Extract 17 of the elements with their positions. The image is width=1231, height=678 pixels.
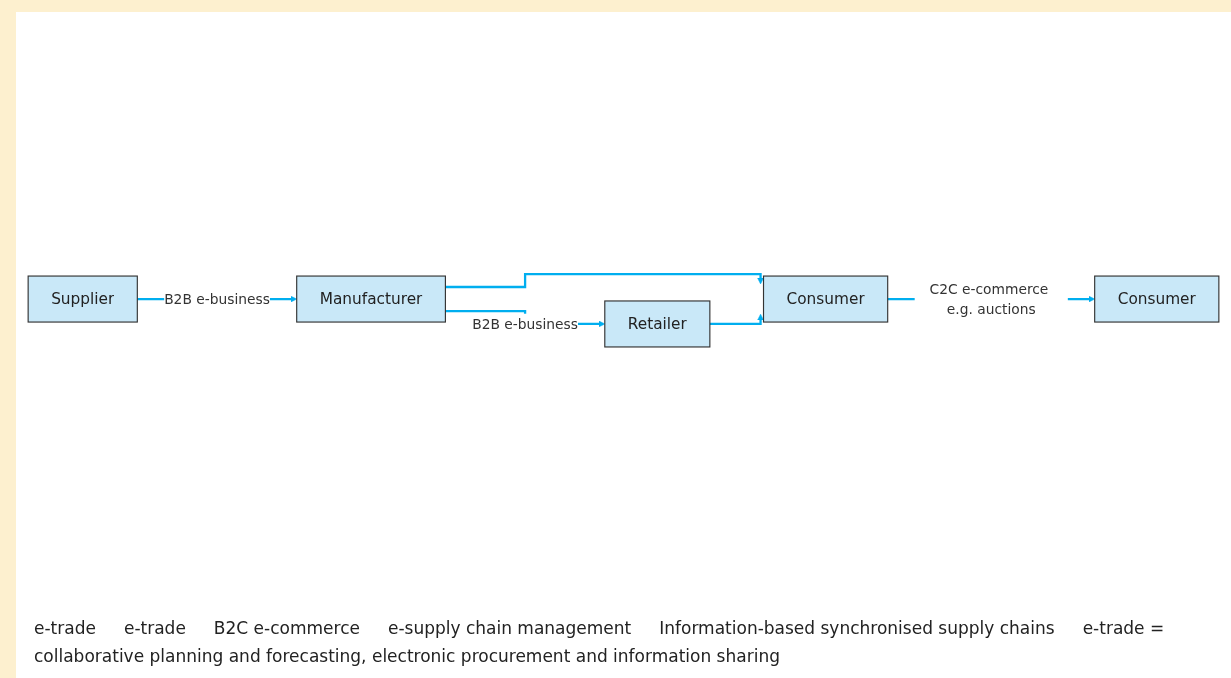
note-text: e-trade xyxy=(123,618,186,638)
arrow xyxy=(709,314,764,326)
node-box: Supplier xyxy=(27,275,138,324)
arrow xyxy=(445,273,764,289)
note-text: B2C e-commerce xyxy=(213,618,360,638)
node-box: Consumer xyxy=(762,275,889,324)
note-text: collaborative planning and forecasting, electronic procurement and information sharing xyxy=(34,646,780,666)
note-text: Information-based synchronised supply chains xyxy=(659,618,1055,638)
note-text: e-supply chain management xyxy=(387,618,632,638)
edge-label: B2B e-business xyxy=(164,291,270,308)
node-box: Manufacturer xyxy=(296,275,446,324)
note-text: e-trade xyxy=(34,618,96,638)
node-box: Retailer xyxy=(604,300,711,348)
note-text: e-trade = xyxy=(1082,618,1165,638)
edge-label: C2C e-commerce e.g. auctions xyxy=(929,281,1049,318)
edge-label: B2B e-business xyxy=(472,316,578,333)
node-box: Consumer xyxy=(1094,275,1220,324)
